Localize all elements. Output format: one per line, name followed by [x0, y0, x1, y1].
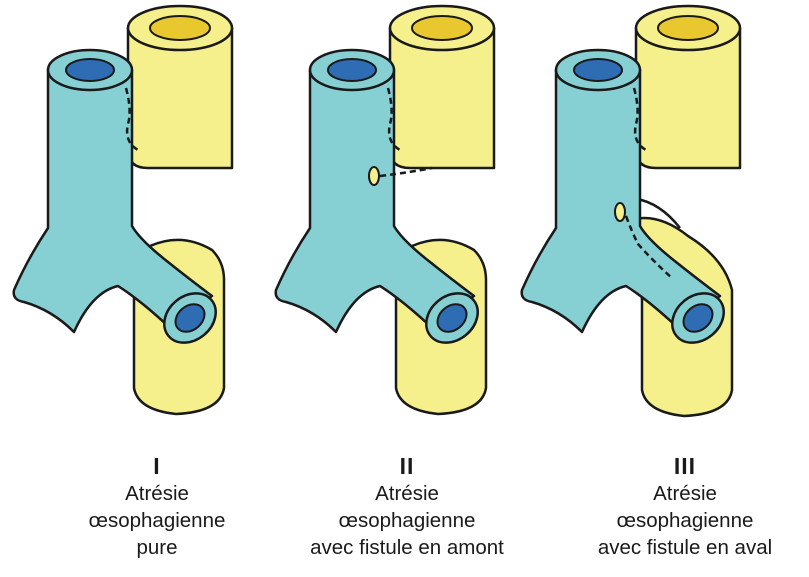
diagram-type-1 [14, 6, 232, 414]
caption-line: Atrésie [560, 480, 809, 507]
caption-line: œsophagienne [32, 507, 282, 534]
esophageal-atresia-illustration [0, 0, 809, 440]
caption-type-2: II Atrésie œsophagienne avec fistule en … [282, 452, 532, 561]
caption-line: œsophagienne [282, 507, 532, 534]
caption-line: avec fistule en aval [560, 534, 809, 561]
caption-line: avec fistule en amont [282, 534, 532, 561]
caption-type-1: I Atrésie œsophagienne pure [32, 452, 282, 561]
diagram-type-3 [522, 6, 740, 416]
type-numeral: III [560, 452, 809, 480]
diagram-type-2 [276, 6, 494, 414]
type-numeral: I [32, 452, 282, 480]
caption-line: Atrésie [282, 480, 532, 507]
caption-line: pure [32, 534, 282, 561]
caption-line: œsophagienne [560, 507, 809, 534]
caption-type-3: III Atrésie œsophagienne avec fistule en… [560, 452, 809, 561]
type-numeral: II [282, 452, 532, 480]
caption-line: Atrésie [32, 480, 282, 507]
